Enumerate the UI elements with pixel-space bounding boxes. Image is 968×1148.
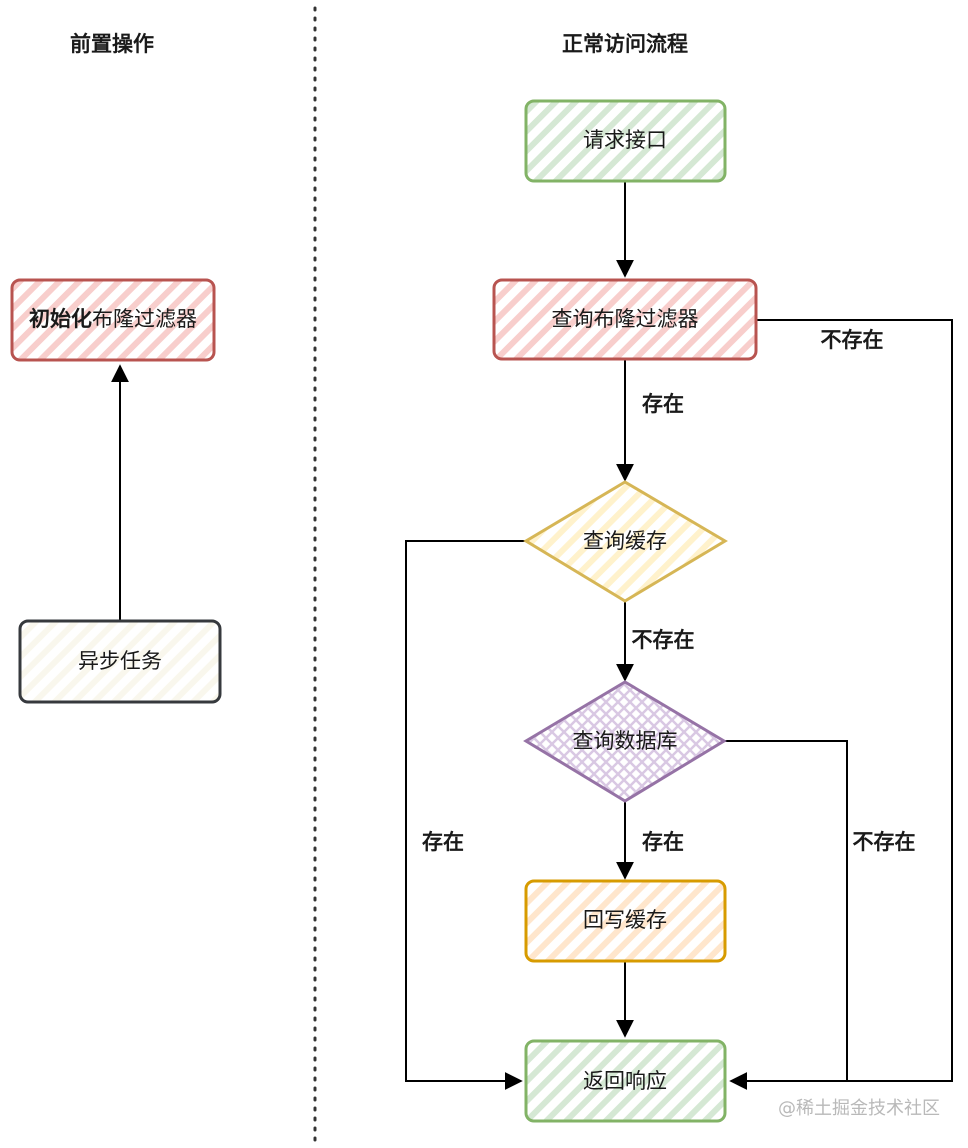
- edge-cache-to-response: [405, 540, 526, 1090]
- query-bloom-label: 查询布隆过滤器: [552, 307, 699, 331]
- request-node: 请求接口: [524, 99, 727, 183]
- edge-db-to-response: [724, 740, 848, 1081]
- svg-text:初始化布隆过滤器: 初始化布隆过滤器: [29, 307, 197, 331]
- async-task-label: 异步任务: [78, 649, 162, 673]
- watermark: @稀土掘金技术社区: [778, 1098, 940, 1119]
- left-section-title: 前置操作: [70, 32, 154, 56]
- write-back-label: 回写缓存: [583, 908, 667, 932]
- edge-label-cache-exists: 存在: [422, 830, 464, 854]
- async-task-node: 异步任务: [18, 619, 222, 704]
- edge-label-bloom-exists: 存在: [642, 392, 684, 416]
- edge-bloom-to-response: [729, 319, 953, 1090]
- edge-label-db-exists: 存在: [642, 830, 684, 854]
- edge-label-cache-not-exists: 不存在: [632, 628, 695, 652]
- query-db-node: 查询数据库: [523, 680, 727, 803]
- right-section-title: 正常访问流程: [562, 32, 688, 56]
- edge-label-db-not-exists: 不存在: [853, 830, 916, 854]
- query-bloom-node: 查询布隆过滤器: [492, 278, 758, 361]
- response-label: 返回响应: [583, 1069, 667, 1093]
- init-bloom-suffix: 布隆过滤器: [92, 307, 197, 331]
- request-label: 请求接口: [583, 128, 667, 152]
- query-cache-label: 查询缓存: [583, 529, 667, 553]
- query-db-label: 查询数据库: [573, 729, 678, 753]
- init-bloom-node: 初始化布隆过滤器: [10, 278, 216, 362]
- init-bloom-prefix: 初始化: [29, 307, 92, 331]
- edge-label-bloom-not-exists: 不存在: [821, 328, 884, 352]
- response-node: 返回响应: [524, 1039, 727, 1123]
- write-back-node: 回写缓存: [524, 879, 727, 963]
- query-cache-node: 查询缓存: [523, 480, 728, 603]
